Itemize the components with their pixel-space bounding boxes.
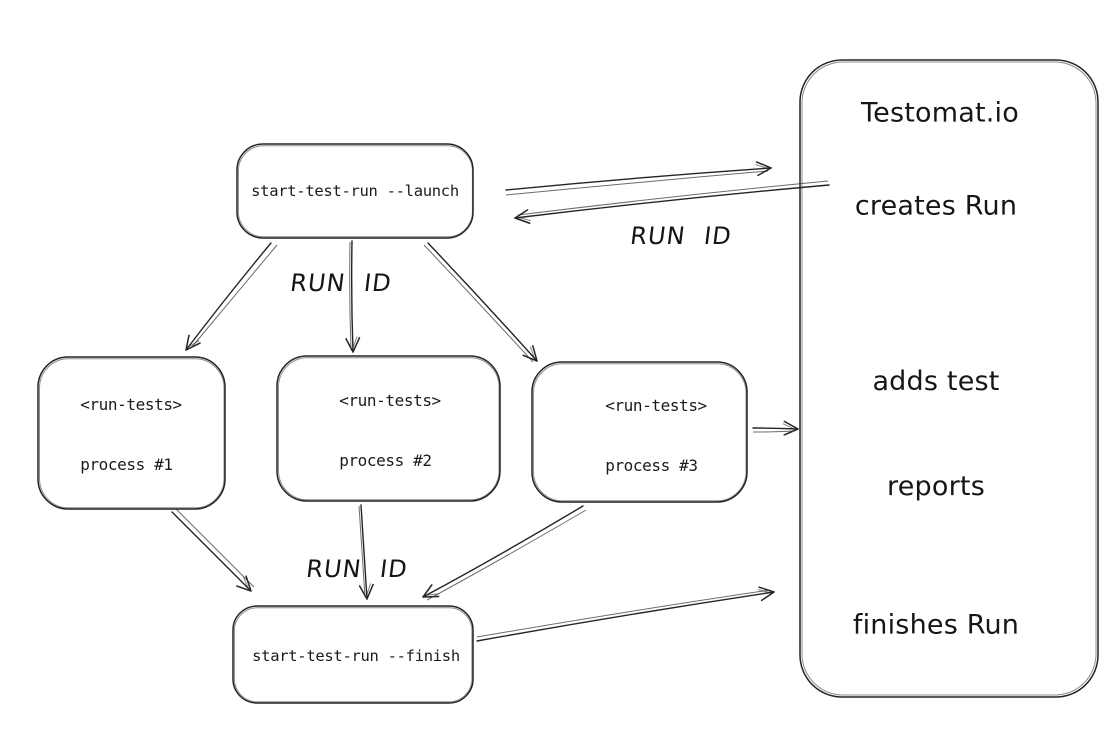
arrow-launch-to-testomat (505, 161, 772, 196)
node-finish-box (232, 605, 474, 704)
node-process2-box (276, 355, 501, 502)
node-process3-box (531, 361, 748, 503)
arrow-process3-to-finish (422, 505, 587, 601)
arrow-process1-to-finish (171, 508, 255, 592)
arrow-launch-to-process3 (423, 242, 538, 363)
node-process1-box (37, 356, 226, 510)
arrow-process2-to-finish (358, 504, 374, 600)
arrow-testomat-to-launch (514, 180, 830, 225)
arrow-process3-to-testomat (752, 420, 799, 436)
node-launch-box (236, 143, 474, 239)
arrow-launch-to-process2 (345, 240, 361, 353)
node-testomat-box (799, 59, 1099, 698)
arrow-finish-to-testomat (476, 586, 775, 642)
arrow-launch-to-process1 (185, 242, 278, 351)
